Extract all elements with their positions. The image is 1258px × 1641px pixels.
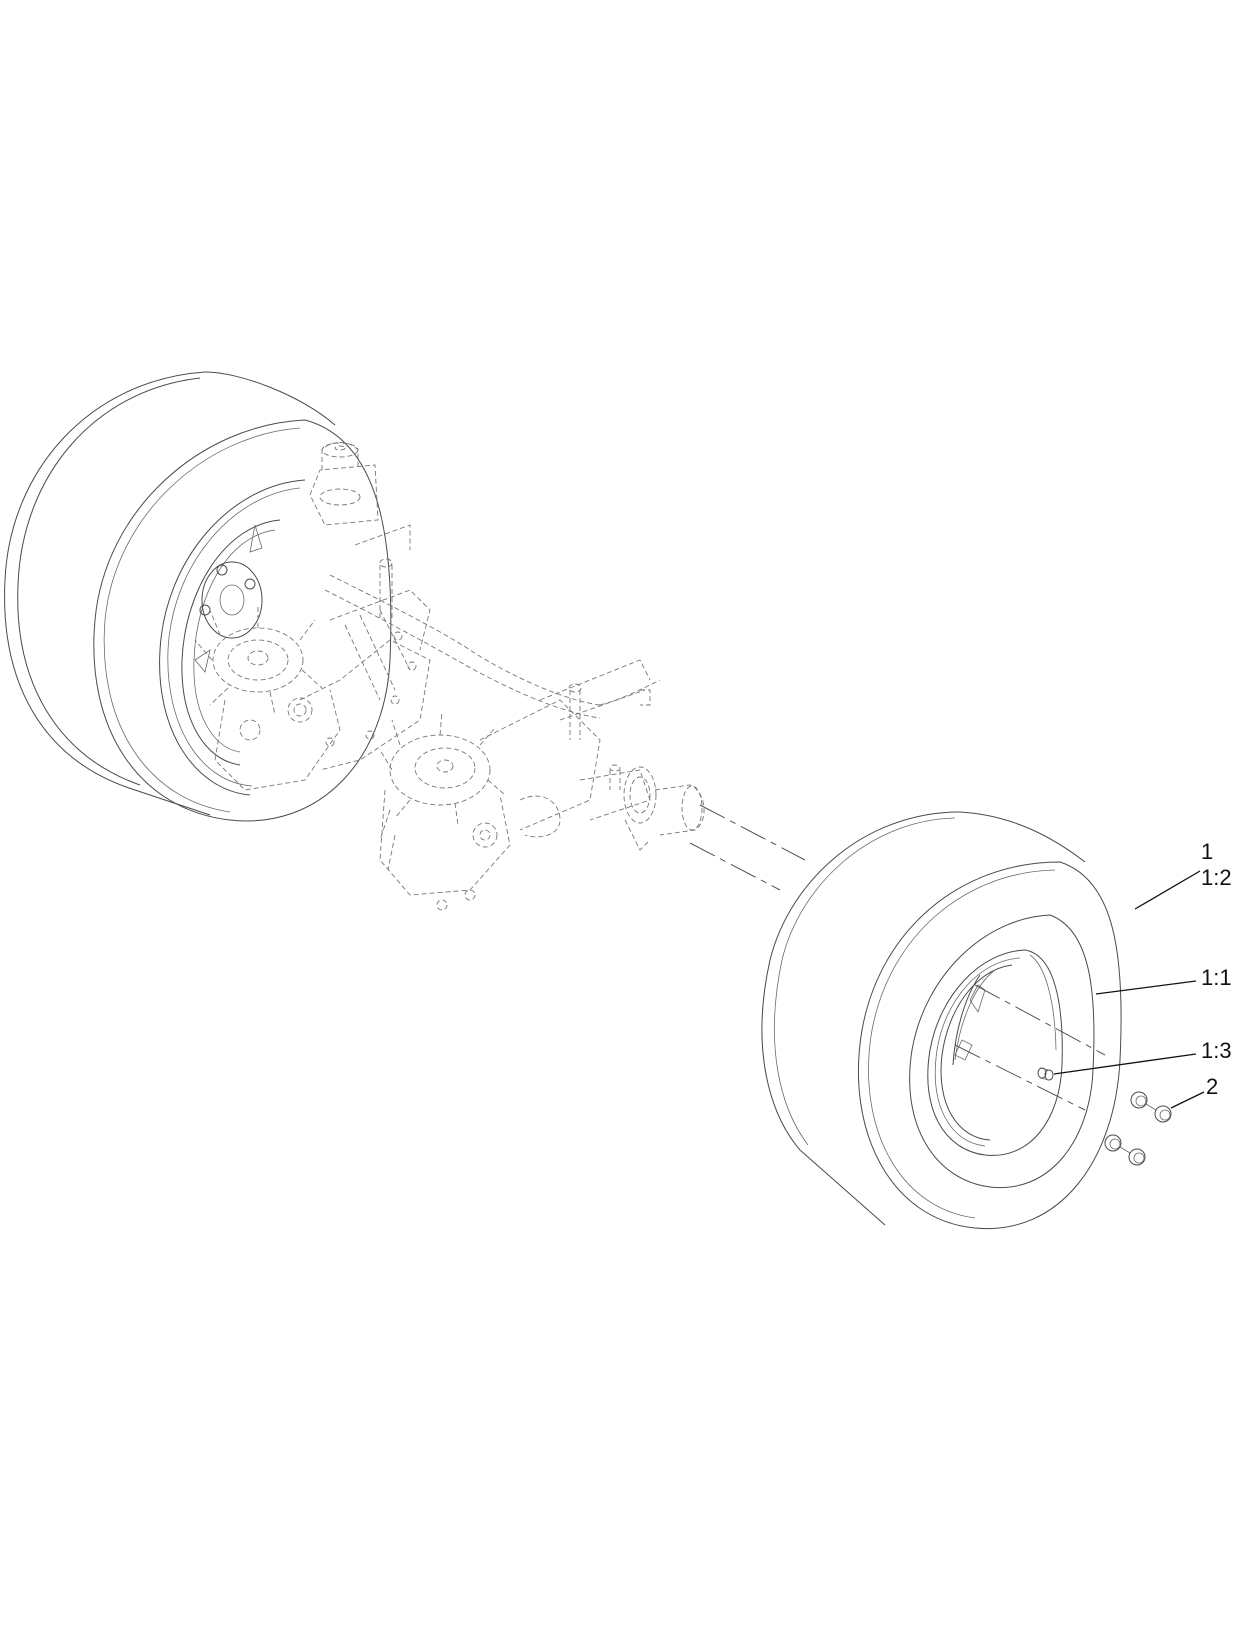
callout-1: 1 bbox=[1201, 839, 1214, 864]
valve-stem bbox=[1037, 1067, 1054, 1081]
leader-lines bbox=[1053, 870, 1205, 1109]
right-wheel-assembly bbox=[761, 811, 1122, 1230]
callout-1-2: 1:2 bbox=[1201, 865, 1232, 890]
callout-2: 2 bbox=[1206, 1074, 1219, 1099]
callout-1-3: 1:3 bbox=[1201, 1038, 1232, 1063]
lug-nut bbox=[1130, 1091, 1172, 1123]
lug-nuts bbox=[1104, 1091, 1172, 1166]
callout-1-1: 1:1 bbox=[1201, 965, 1232, 990]
right-transaxle bbox=[379, 699, 705, 911]
left-transaxle bbox=[194, 442, 431, 791]
axis-centerlines bbox=[689, 804, 1106, 1111]
left-wheel bbox=[4, 371, 392, 822]
wheel-rim bbox=[927, 949, 1063, 1156]
lug-nut bbox=[1104, 1134, 1146, 1166]
tire bbox=[858, 861, 1122, 1230]
frame-tube bbox=[324, 524, 661, 740]
